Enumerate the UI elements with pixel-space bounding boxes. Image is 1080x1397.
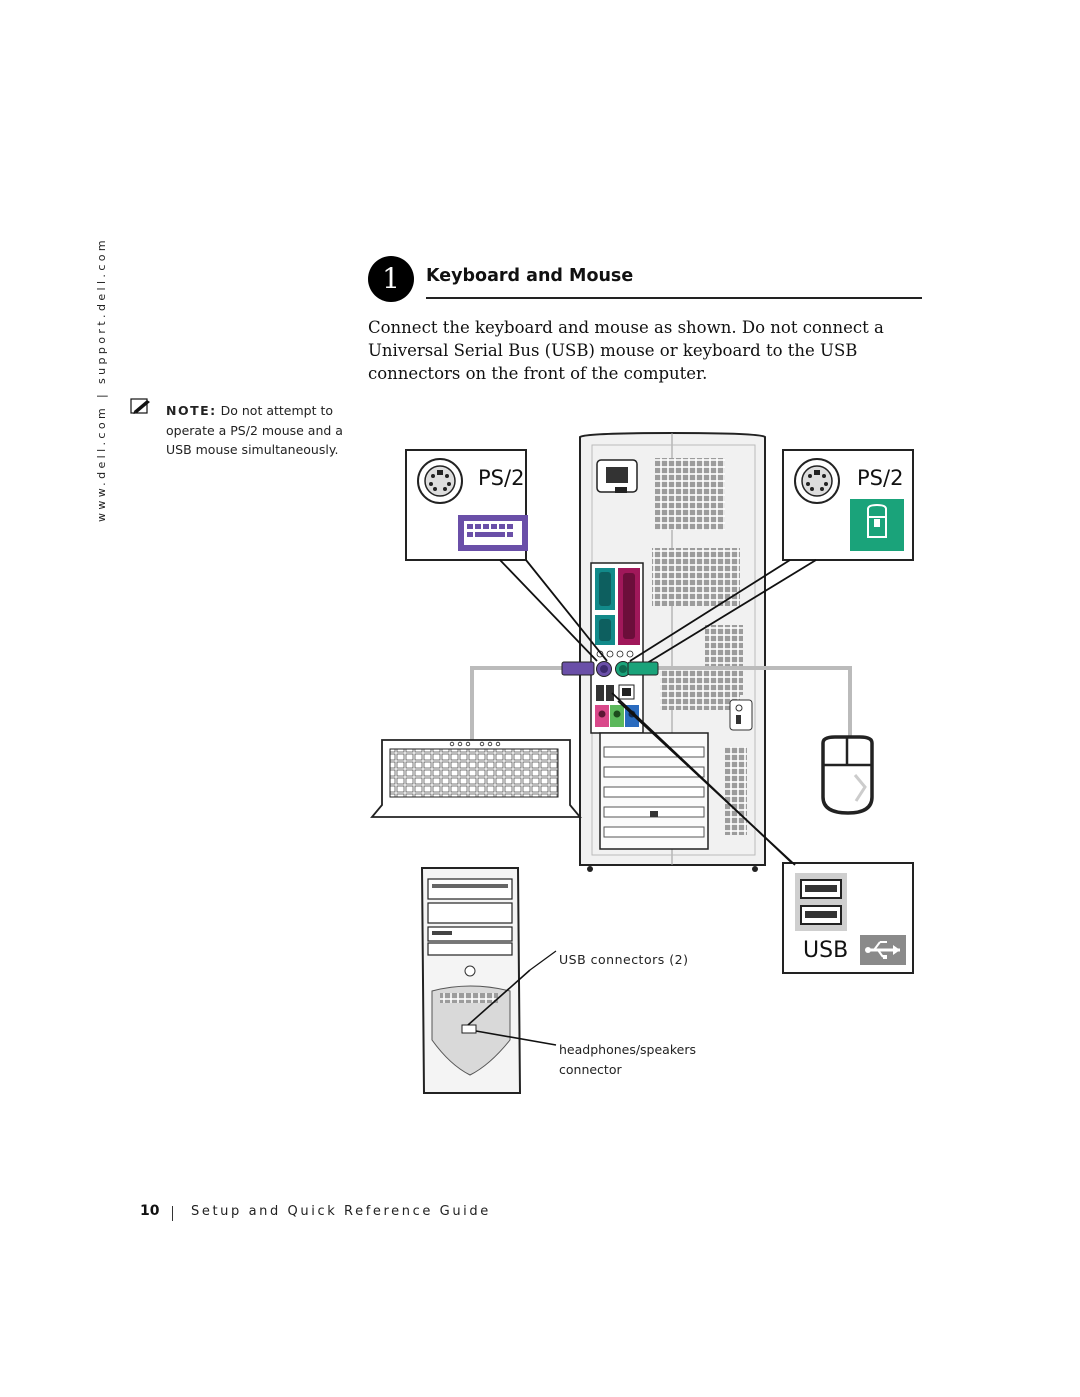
ps2-port-icon-right xyxy=(794,458,840,504)
footer-divider xyxy=(172,1206,173,1221)
mouse-icon xyxy=(850,499,904,551)
note-text: Do not attempt to operate a PS/2 mouse a… xyxy=(166,403,343,457)
keyboard-illustration xyxy=(370,739,582,818)
ps2-label-right: PS/2 xyxy=(857,466,903,490)
note-block: NOTE: Do not attempt to operate a PS/2 m… xyxy=(166,401,346,460)
title-rule xyxy=(426,297,922,299)
ps2-label-left: PS/2 xyxy=(478,466,524,490)
usb-callout: USB xyxy=(782,862,914,974)
section-title: Keyboard and Mouse xyxy=(426,266,634,286)
page-number: 10 xyxy=(140,1203,160,1219)
note-pencil-icon xyxy=(130,398,150,414)
headphones-speakers-callout: headphones/speakers connector xyxy=(559,1042,696,1077)
callout-leader-lines xyxy=(499,559,817,866)
step-number: 1 xyxy=(368,256,414,302)
footer-title: Setup and Quick Reference Guide xyxy=(191,1204,491,1219)
ps2-port-icon-left xyxy=(417,458,463,504)
tower-back xyxy=(579,431,766,872)
mouse-illustration xyxy=(821,735,874,815)
note-label: NOTE: xyxy=(166,403,217,418)
keyboard-icon xyxy=(458,515,528,551)
keyboard-cable xyxy=(470,661,595,743)
tower-front xyxy=(420,867,557,1094)
usb-symbol-icon xyxy=(860,935,906,965)
connection-diagram: PS/2 PS/2 xyxy=(370,431,914,1094)
section-body: Connect the keyboard and mouse as shown.… xyxy=(368,318,884,383)
ps2-keyboard-callout: PS/2 xyxy=(405,449,528,561)
ps2-mouse-callout: PS/2 xyxy=(782,449,914,561)
side-url: www.dell.com | support.dell.com xyxy=(95,236,108,522)
usb-label: USB xyxy=(803,938,848,963)
usb-connectors-callout: USB connectors (2) xyxy=(559,952,689,967)
mouse-cable xyxy=(627,661,852,740)
